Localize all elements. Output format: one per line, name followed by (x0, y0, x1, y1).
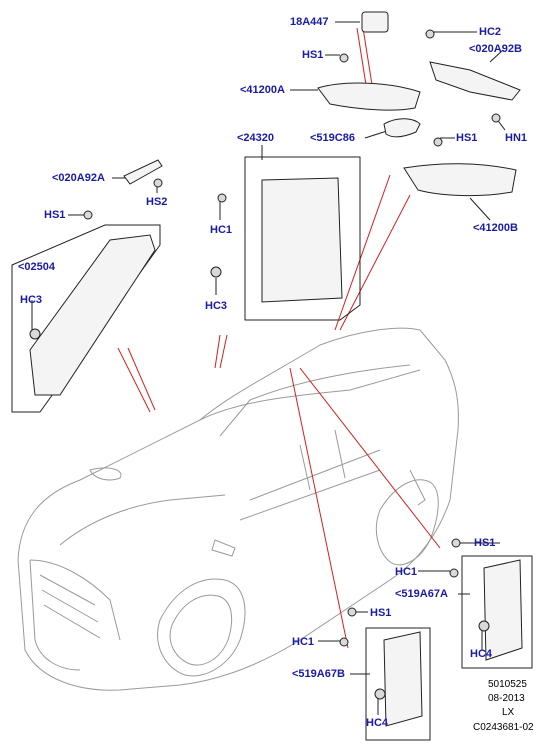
callout-519a67a: <519A67A (395, 588, 448, 600)
callout-hc4-br2: HC4 (366, 717, 389, 729)
frame-519a67b (365, 627, 431, 741)
clip-hs1-left (83, 210, 93, 220)
part-18a447 (361, 11, 389, 33)
clip-hn1 (491, 113, 501, 123)
trim-parts (29, 11, 523, 727)
callout-020a92b: <020A92B (469, 43, 522, 55)
part-02504 (29, 234, 156, 396)
part-020a92a (123, 159, 163, 185)
footer-line-4: C0243681-02 (473, 722, 534, 733)
clip-hs1-top (339, 53, 349, 63)
part-519c86 (383, 118, 421, 138)
callout-hs1-br1: HS1 (474, 537, 496, 549)
clip-hc4-br1 (478, 620, 490, 632)
callout-hc1-mid: HC1 (210, 224, 233, 236)
clip-hs1-br2 (347, 607, 357, 617)
clip-hs1-br1 (451, 538, 461, 548)
callout-hc3-mid: HC3 (205, 300, 228, 312)
clip-hc1-mid (217, 193, 227, 203)
clip-hc4-br2 (374, 688, 386, 700)
callout-hs1-left: HS1 (44, 209, 66, 221)
clip-hc2 (425, 29, 435, 39)
part-frames (11, 156, 533, 741)
clip-hc1-br2 (339, 637, 349, 647)
black-leaders (31, 21, 506, 715)
callout-hs1-top: HS1 (302, 49, 324, 61)
footer-line-3: LX (502, 707, 515, 718)
callout-519a67b: <519A67B (292, 668, 345, 680)
callout-hc3-left: HC3 (20, 294, 43, 306)
footer-line-2: 08-2013 (488, 693, 525, 704)
vehicle-outline (17, 327, 459, 691)
callout-hc1-br2: HC1 (292, 636, 315, 648)
clip-hc1-br1 (449, 568, 459, 578)
callout-24320: <24320 (237, 132, 275, 144)
part-519a67b (383, 631, 423, 727)
callout-hc1-br1: HC1 (395, 566, 418, 578)
callout-18a447: 18A447 (290, 16, 329, 28)
callout-hs1-br2: HS1 (370, 607, 392, 619)
callout-41200b: <41200B (473, 222, 518, 234)
callout-41200a: <41200A (240, 84, 285, 96)
part-41200a (317, 82, 421, 111)
callout-hc4-br1: HC4 (470, 648, 493, 660)
callout-hs1-right: HS1 (456, 132, 478, 144)
frame-519a67a (461, 555, 533, 669)
callout-020a92a: <020A92A (52, 172, 105, 184)
frame-24320 (244, 156, 361, 321)
clip-hc3-left (29, 328, 41, 340)
fasteners (29, 29, 501, 700)
callout-hn1: HN1 (505, 132, 528, 144)
frame-02504 (11, 224, 161, 413)
part-41200b (403, 163, 517, 197)
part-519a67a (483, 559, 523, 661)
part-020a92b (429, 61, 521, 101)
callout-519c86: <519C86 (310, 132, 355, 144)
callout-hc2: HC2 (479, 26, 502, 38)
callout-02504: <02504 (18, 261, 56, 273)
clip-hc3-mid (210, 266, 222, 278)
red-leaders (117, 27, 441, 649)
clip-hs2 (153, 178, 163, 188)
callout-hs2: HS2 (146, 196, 168, 208)
part-24320 (261, 177, 343, 303)
footer-line-1: 5010525 (488, 679, 527, 690)
clip-hs1-right (433, 137, 443, 147)
